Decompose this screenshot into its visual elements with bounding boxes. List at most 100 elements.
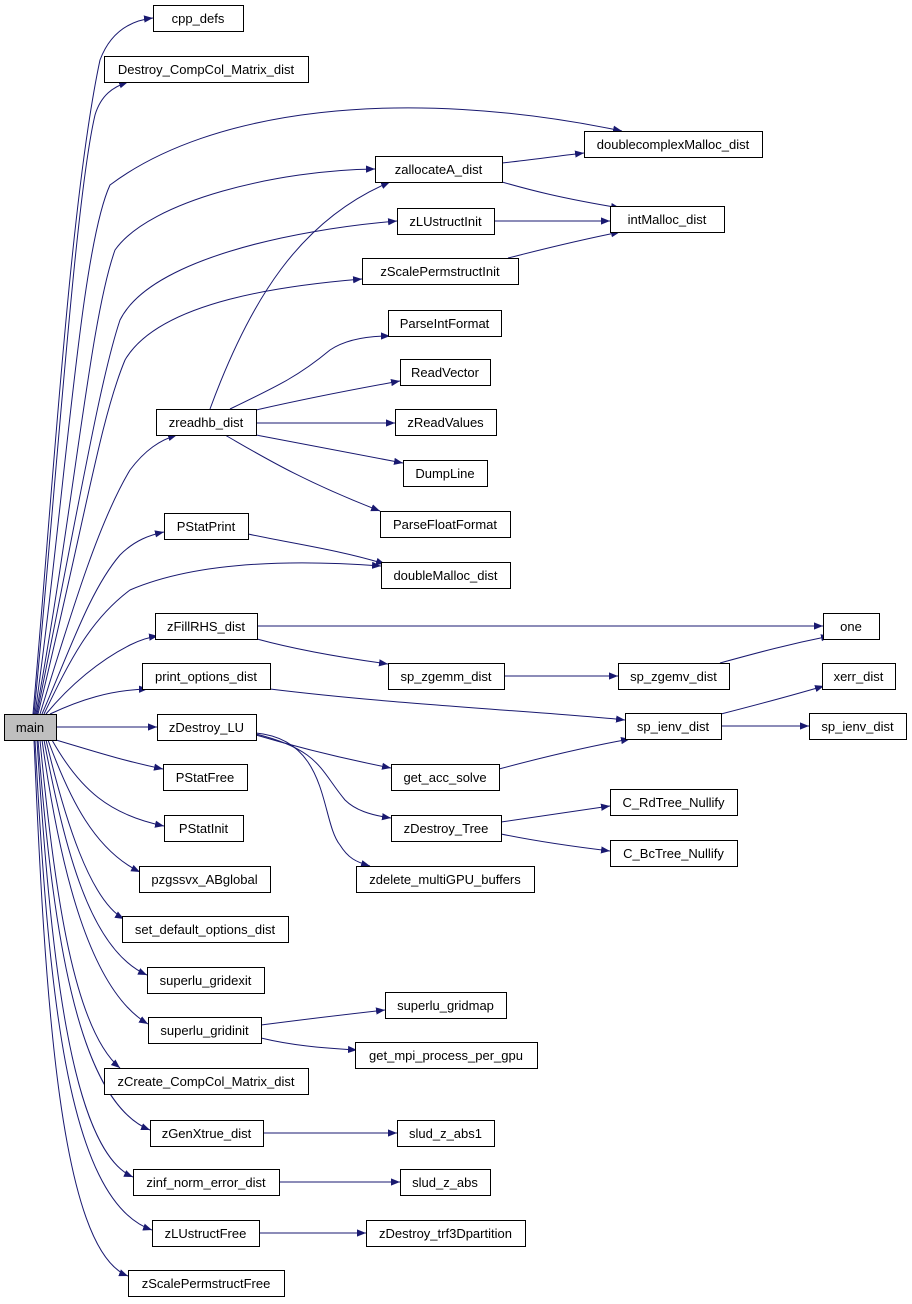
node-label: PStatFree — [176, 770, 235, 785]
node-slud-z-abs[interactable]: slud_z_abs — [400, 1169, 491, 1196]
edge-zfillrhs-sp_zgemm — [256, 638, 389, 667]
node-label: ParseIntFormat — [400, 316, 490, 331]
node-xerr[interactable]: xerr_dist — [822, 663, 896, 690]
node-zdelete-multigpu[interactable]: zdelete_multiGPU_buffers — [356, 866, 535, 893]
node-doublemalloc[interactable]: doubleMalloc_dist — [381, 562, 511, 589]
node-label: zDestroy_Tree — [404, 821, 489, 836]
node-label: zDestroy_LU — [169, 720, 244, 735]
node-label: PStatPrint — [177, 519, 236, 534]
node-label: superlu_gridinit — [160, 1023, 249, 1038]
node-box — [366, 1220, 526, 1247]
edge-main-zreadhb — [39, 434, 178, 715]
node-parseintformat[interactable]: ParseIntFormat — [388, 310, 502, 337]
node-superlu-gridexit[interactable]: superlu_gridexit — [147, 967, 265, 994]
node-zscalepermstructinit[interactable]: zScalePermstructInit — [362, 258, 519, 285]
edge-main-print_options — [49, 685, 149, 715]
node-print-options[interactable]: print_options_dist — [142, 663, 271, 690]
edge-main-pzgssvx — [47, 739, 141, 873]
node-box — [822, 663, 896, 690]
node-box — [104, 56, 309, 83]
edge-main-destroy_compcol — [33, 81, 129, 715]
call-edges — [32, 15, 831, 1277]
edge-main-superlu_gridexit — [43, 739, 148, 976]
node-box — [133, 1169, 280, 1196]
node-c-rdtree[interactable]: C_RdTree_Nullify — [610, 789, 738, 816]
node-box — [164, 815, 244, 842]
node-destroy-compcol[interactable]: Destroy_CompCol_Matrix_dist — [104, 56, 309, 83]
node-box — [142, 663, 271, 690]
edge-main-zcreate_compcol — [39, 739, 121, 1069]
edge-main-pstatinit — [51, 739, 165, 828]
node-label: set_default_options_dist — [135, 922, 276, 937]
node-zlustructfree[interactable]: zLUstructFree — [152, 1220, 260, 1247]
node-zreadvalues[interactable]: zReadValues — [395, 409, 497, 436]
node-zreadhb[interactable]: zreadhb_dist — [156, 409, 257, 436]
node-slud-z-abs1[interactable]: slud_z_abs1 — [397, 1120, 495, 1147]
node-readvector[interactable]: ReadVector — [400, 359, 491, 386]
node-box — [625, 713, 722, 740]
node-pstatfree[interactable]: PStatFree — [163, 764, 248, 791]
node-get-acc-solve[interactable]: get_acc_solve — [391, 764, 500, 791]
node-pzgssvx[interactable]: pzgssvx_ABglobal — [139, 866, 271, 893]
node-pstatprint[interactable]: PStatPrint — [164, 513, 249, 540]
node-zinf-norm-error[interactable]: zinf_norm_error_dist — [133, 1169, 280, 1196]
node-dumpline[interactable]: DumpLine — [403, 460, 488, 487]
edge-main-zgenxtrue — [37, 739, 151, 1131]
node-box — [400, 1169, 491, 1196]
node-zallocatea[interactable]: zallocateA_dist — [375, 156, 503, 183]
edge-main-doublemalloc — [43, 561, 382, 715]
node-sp-ienv2[interactable]: sp_ienv_dist — [809, 713, 907, 740]
node-box — [610, 840, 738, 867]
node-zscalepermstructfree[interactable]: zScalePermstructFree — [128, 1270, 285, 1297]
node-box — [355, 1042, 538, 1069]
node-zlustructinit[interactable]: zLUstructInit — [397, 208, 495, 235]
node-label: superlu_gridexit — [160, 973, 252, 988]
node-box — [823, 613, 880, 640]
node-box — [397, 1120, 495, 1147]
node-c-bctree[interactable]: C_BcTree_Nullify — [610, 840, 738, 867]
node-superlu-gridmap[interactable]: superlu_gridmap — [385, 992, 507, 1019]
node-zdestroy-tree[interactable]: zDestroy_Tree — [391, 815, 502, 842]
edge-get_acc_solve-sp_ienv1 — [498, 737, 631, 770]
node-label: zDestroy_trf3Dpartition — [379, 1226, 512, 1241]
node-parsefloatformat[interactable]: ParseFloatFormat — [380, 511, 511, 538]
edge-zdestroy_lu-zdestroy_tree — [255, 733, 392, 821]
edge-zreadhb-parseintformat — [229, 332, 391, 410]
edge-zreadhb-zallocatea — [209, 181, 391, 410]
node-label: zdelete_multiGPU_buffers — [369, 872, 521, 887]
node-set-default-options[interactable]: set_default_options_dist — [122, 916, 289, 943]
node-doublecomplex-malloc[interactable]: doublecomplexMalloc_dist — [584, 131, 763, 158]
node-box — [584, 131, 763, 158]
node-get-mpi-process[interactable]: get_mpi_process_per_gpu — [355, 1042, 538, 1069]
node-label: ReadVector — [411, 365, 480, 380]
node-box — [375, 156, 503, 183]
node-label: zreadhb_dist — [169, 415, 244, 430]
edge-main-set_default_options — [45, 739, 125, 920]
node-pstatinit[interactable]: PStatInit — [164, 815, 244, 842]
node-zdestroy-trf3d[interactable]: zDestroy_trf3Dpartition — [366, 1220, 526, 1247]
node-box — [356, 866, 535, 893]
node-box — [147, 967, 265, 994]
node-sp-zgemv[interactable]: sp_zgemv_dist — [618, 663, 730, 690]
node-intmalloc[interactable]: intMalloc_dist — [610, 206, 725, 233]
node-box — [163, 764, 248, 791]
node-zgenxtrue[interactable]: zGenXtrue_dist — [150, 1120, 264, 1147]
node-one[interactable]: one — [823, 613, 880, 640]
node-box — [809, 713, 907, 740]
node-zfillrhs[interactable]: zFillRHS_dist — [155, 613, 258, 640]
node-box — [380, 511, 511, 538]
node-sp-ienv1[interactable]: sp_ienv_dist — [625, 713, 722, 740]
node-superlu-gridinit[interactable]: superlu_gridinit — [148, 1017, 262, 1044]
node-sp-zgemm[interactable]: sp_zgemm_dist — [388, 663, 505, 690]
node-zcreate-compcol[interactable]: zCreate_CompCol_Matrix_dist — [104, 1068, 309, 1095]
edge-main-cpp_defs — [32, 15, 154, 715]
node-zdestroy-lu[interactable]: zDestroy_LU — [157, 714, 257, 741]
node-label: zGenXtrue_dist — [162, 1126, 252, 1141]
node-cpp-defs[interactable]: cpp_defs — [153, 5, 244, 32]
node-box — [157, 714, 257, 741]
node-main[interactable]: main — [4, 714, 57, 741]
edge-main-superlu_gridinit — [41, 739, 149, 1025]
edge-zdestroy_tree-c_rdtree — [500, 803, 611, 823]
edge-zscalepermstructinit-intmalloc — [507, 230, 621, 259]
node-label: PStatInit — [179, 821, 229, 836]
